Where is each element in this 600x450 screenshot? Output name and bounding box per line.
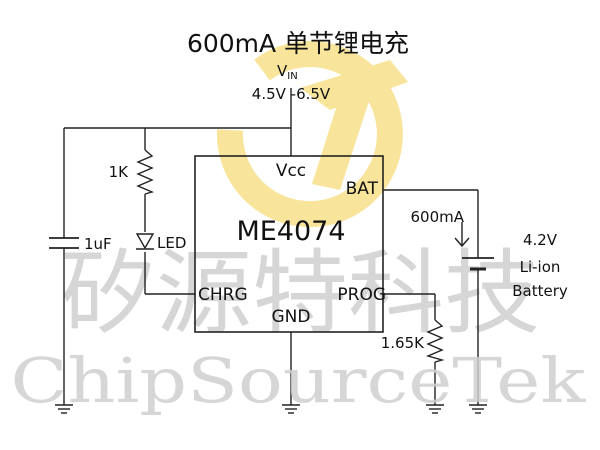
chip-body [194,155,384,333]
resistor-1-65k-label: 1.65K [381,334,425,352]
ground-icon-capacitor [55,404,73,414]
diagram-title: 600mA 单节锂电充 [187,29,409,58]
battery-symbol [462,257,494,271]
ground-icon-prog [426,404,444,414]
pin-vcc-label: Vcc [276,161,306,181]
watermark-chinese: 矽源特科技 [60,240,540,347]
capacitor-label: 1uF [84,235,112,253]
pin-bat-label: BAT [346,179,379,199]
vin-label-main: V [277,62,288,80]
ground-icon-chip [282,404,300,414]
ground-icon-battery [469,404,487,414]
resistor-1-65k-symbol [425,319,445,363]
battery-word-label: Battery [512,282,568,300]
led-symbol [135,233,155,250]
resistor-1k-symbol [136,149,155,195]
vin-label: VIN [277,62,298,82]
watermark-english: ChipSourceTek [11,344,587,417]
current-arrow-icon [454,222,470,248]
pin-chrg-label: CHRG [198,285,248,305]
vin-label-sub: IN [287,71,297,82]
chip-name: ME4074 [236,216,345,247]
current-label: 600mA [410,208,464,226]
circuit-wires [63,88,479,405]
resistor-1k-label: 1K [109,163,130,181]
led-label: LED [157,234,186,252]
logo-watermark [216,41,408,228]
pin-gnd-label: GND [272,307,311,327]
battery-voltage-label: 4.2V [523,231,558,249]
capacitor-symbol [49,237,79,249]
pin-prog-label: PROG [337,285,386,305]
battery-type-label: Li-ion [520,258,561,276]
